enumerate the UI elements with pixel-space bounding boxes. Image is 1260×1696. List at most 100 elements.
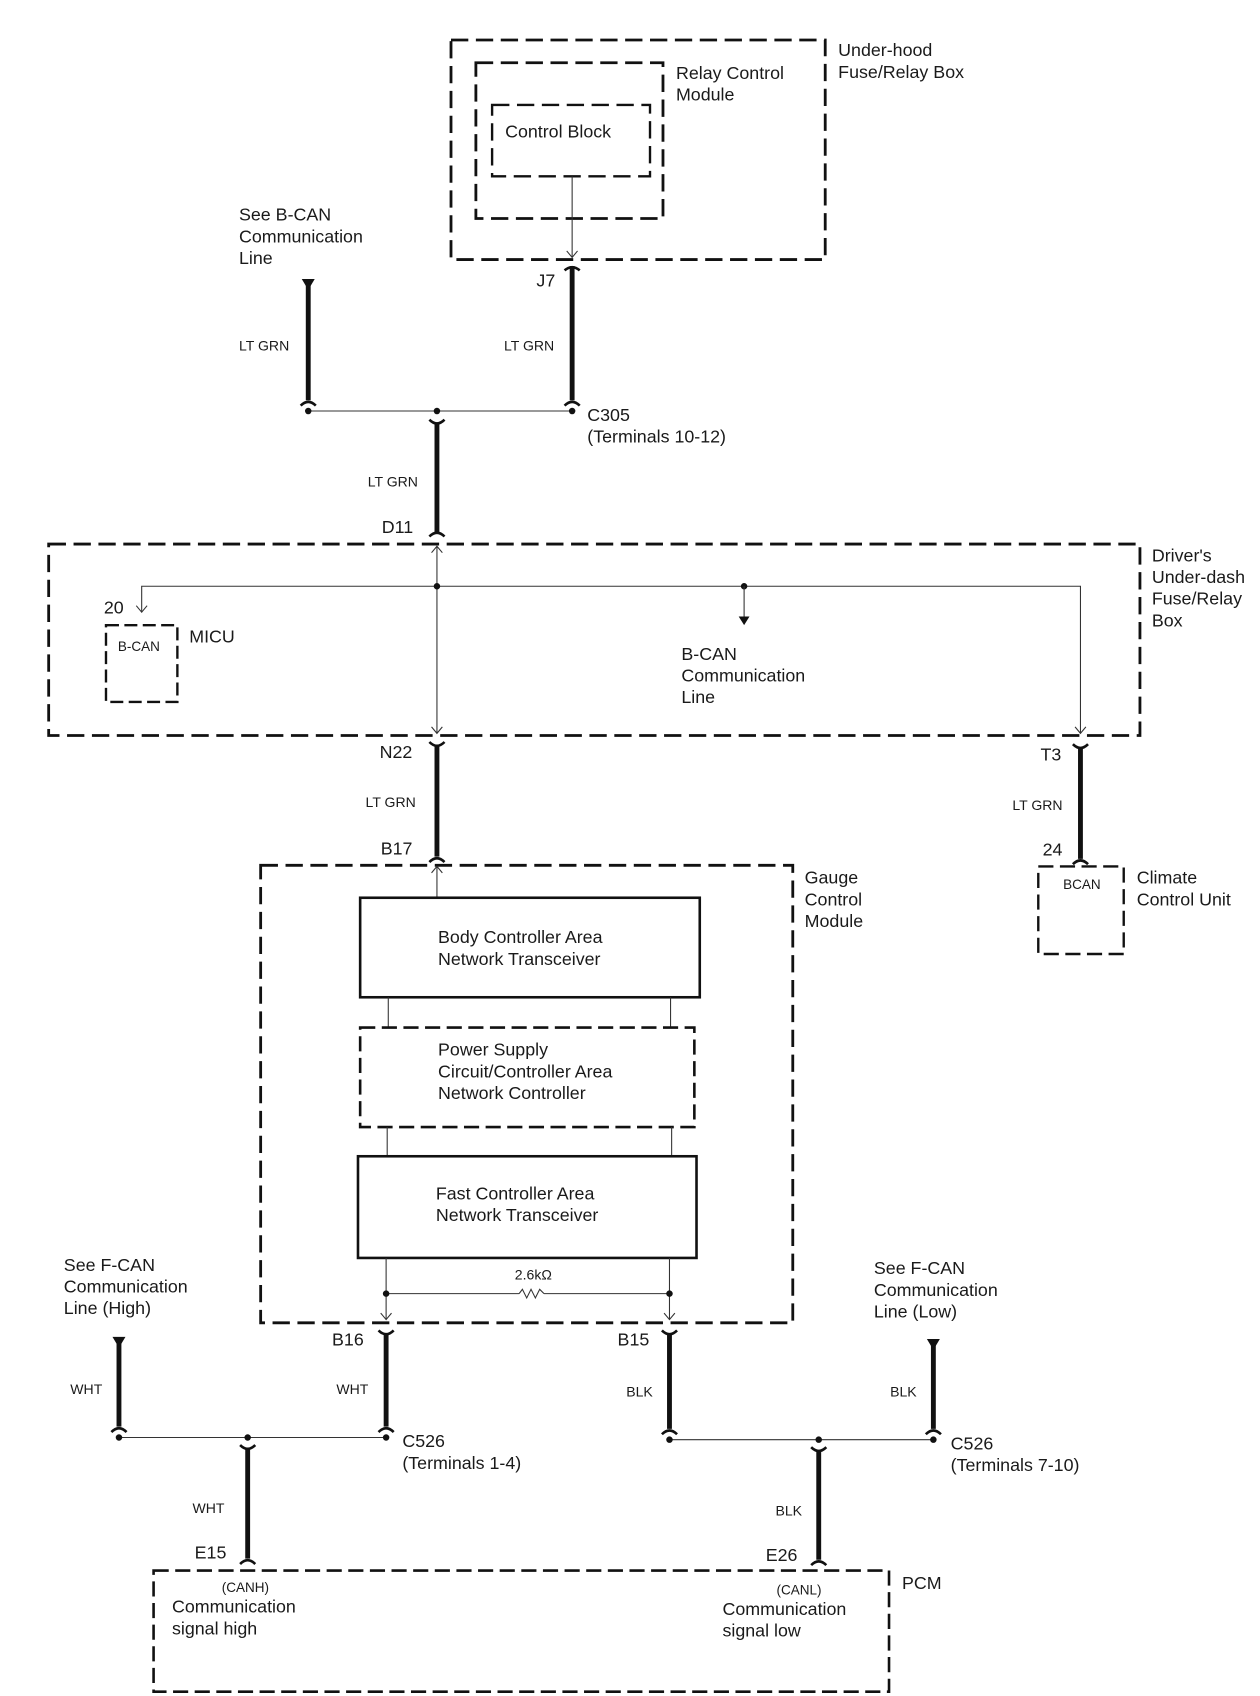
connector-fork-icon [428, 856, 446, 864]
pcm-label: PCM [902, 1573, 942, 1593]
wire-color-label: LT GRN [1012, 797, 1062, 813]
arrow-icon [135, 605, 148, 614]
see-fcan-low-label-2: Communication [874, 1280, 998, 1300]
c305-label-2: (Terminals 10-12) [587, 426, 726, 446]
power-supply-label-2: Circuit/Controller Area [438, 1061, 612, 1081]
c526-high-label-2: (Terminals 1-4) [402, 1453, 521, 1473]
arrow-icon [431, 865, 443, 874]
see-bcan-label-3: Line [239, 248, 273, 268]
relay-module-label-1: Relay Control [676, 63, 784, 83]
body-transceiver-label-2: Network Transceiver [438, 949, 601, 969]
see-fcan-high-label-2: Communication [64, 1277, 188, 1297]
pcm-low-label-2: signal low [722, 1621, 800, 1641]
pcm-high-label-2: signal high [172, 1618, 257, 1638]
micu-label: MICU [189, 626, 235, 646]
connector-fork-icon [810, 1560, 828, 1567]
see-fcan-low-label-1: See F-CAN [874, 1258, 965, 1278]
connector-fork-icon [428, 418, 446, 425]
drivers-box-label-1: Driver's [1152, 545, 1212, 565]
climate-label-2: Control Unit [1137, 889, 1231, 909]
canl-label: (CANL) [777, 1582, 822, 1597]
connector-e26: E26 [766, 1545, 798, 1565]
control-block: Control Block [490, 103, 652, 178]
see-fcan-high-label-3: Line (High) [64, 1298, 151, 1318]
connector-b15: B15 [618, 1330, 650, 1350]
wire-color-label: BLK [626, 1383, 653, 1399]
connector-d11: D11 [382, 517, 413, 537]
wire-color-label: BLK [890, 1383, 917, 1399]
bcan-line-label-2: Communication [681, 665, 805, 685]
connector-fork-icon [239, 1558, 257, 1566]
drivers-box-label-2: Under-dash [1152, 567, 1245, 587]
connector-fork-icon [110, 1427, 128, 1434]
wire-color-label: LT GRN [504, 337, 554, 353]
body-transceiver-label-1: Body Controller Area [438, 927, 603, 947]
junction-dot [568, 407, 576, 415]
junction-dot [115, 1434, 123, 1441]
drivers-box-label-3: Fuse/Relay [1152, 589, 1242, 609]
underhood-label-2: Fuse/Relay Box [838, 62, 964, 82]
pcm-low-label-1: Communication [722, 1599, 846, 1619]
pcm-module: PCM (CANH) Communication signal high (CA… [152, 1569, 942, 1693]
wire-color-label: LT GRN [239, 337, 289, 353]
junction-dot [382, 1290, 390, 1297]
junction-dot [666, 1290, 673, 1297]
wire-color-label: LT GRN [368, 474, 418, 490]
junction-dot [666, 1436, 673, 1443]
connector-fork-icon [428, 741, 446, 748]
see-fcan-low-label-3: Line (Low) [874, 1301, 957, 1321]
climate-inner-label: BCAN [1063, 877, 1101, 892]
gauge-label-2: Control [805, 889, 862, 909]
climate-pin: 24 [1043, 840, 1063, 860]
control-block-label: Control Block [505, 121, 611, 141]
wire-color-label: BLK [775, 1502, 802, 1518]
see-bcan-label-1: See B-CAN [239, 205, 331, 225]
underhood-label-1: Under-hood [838, 40, 932, 60]
bcan-line-label-1: B-CAN [681, 644, 736, 664]
gauge-control-module: Gauge Control Module [259, 863, 863, 1325]
arrow-icon [431, 545, 443, 554]
climate-label-1: Climate [1137, 868, 1198, 888]
arrow-icon [1074, 726, 1087, 735]
arrow-icon [380, 1312, 392, 1321]
connector-fork-icon [239, 1444, 257, 1451]
connector-fork-icon [299, 400, 317, 407]
connector-fork-icon [810, 1446, 828, 1453]
connector-fork-icon [660, 1329, 678, 1336]
c305-label-1: C305 [587, 405, 630, 425]
junction-dot [433, 407, 441, 415]
see-fcan-high-label-1: See F-CAN [64, 1255, 155, 1275]
wire-color-label: WHT [193, 1500, 225, 1516]
pcm-high-label-1: Communication [172, 1597, 296, 1617]
termination-resistor: 2.6kΩ [382, 1267, 673, 1300]
c526-low-label-1: C526 [951, 1433, 994, 1453]
body-can-transceiver: Body Controller Area Network Transceiver [358, 896, 702, 999]
wire-color-label: WHT [336, 1381, 368, 1397]
micu-inner-label: B-CAN [118, 639, 160, 654]
resistor-value: 2.6kΩ [515, 1267, 552, 1283]
connector-fork-icon [924, 1429, 942, 1436]
relay-control-module: Relay Control Module [474, 61, 784, 220]
underhood-fuse-relay-box: Under-hood Fuse/Relay Box [449, 38, 964, 261]
connector-j7: J7 [536, 271, 555, 291]
junction-dot [244, 1434, 251, 1441]
see-bcan-label-2: Communication [239, 226, 363, 246]
wire-color-label: WHT [70, 1381, 102, 1397]
connector-fork-icon [377, 1427, 395, 1434]
power-supply-can-controller: Power Supply Circuit/Controller Area Net… [358, 1026, 696, 1129]
canh-label: (CANH) [222, 1580, 269, 1595]
junction-dot [930, 1436, 937, 1443]
power-supply-label-1: Power Supply [438, 1040, 548, 1060]
arrow-down-icon [738, 616, 750, 626]
connector-fork-icon [660, 1429, 678, 1436]
junction-dot [433, 583, 441, 590]
relay-module-label-2: Module [676, 85, 735, 105]
connector-t3: T3 [1040, 744, 1061, 764]
c526-low-label-2: (Terminals 7-10) [951, 1455, 1080, 1475]
fast-transceiver-label-1: Fast Controller Area [436, 1184, 595, 1204]
connector-fork-icon [428, 531, 446, 538]
resistor-icon [518, 1288, 545, 1300]
junction-dot [815, 1436, 822, 1443]
connector-e15: E15 [195, 1543, 227, 1563]
